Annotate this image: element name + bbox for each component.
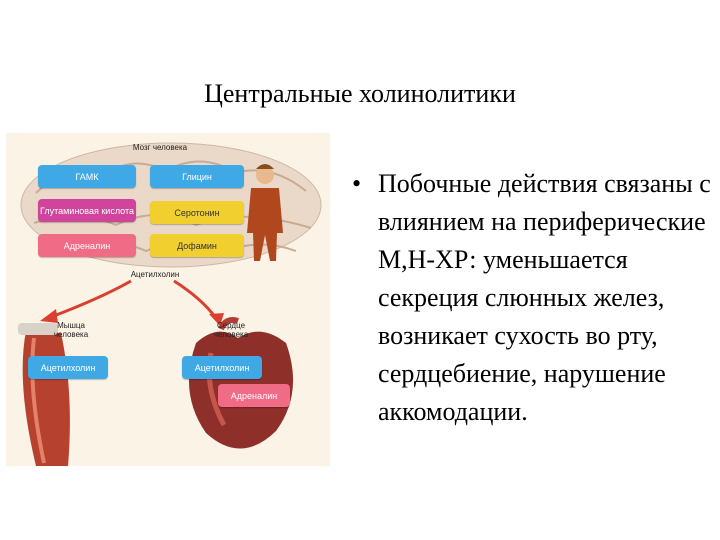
bullet-list: • Побочные действия связаны с влиянием н…: [346, 165, 711, 431]
label-acetylcholine-center: Ацетилхолин: [130, 270, 180, 279]
muscle-title: Мышца человека: [53, 321, 89, 339]
arrows: [40, 279, 224, 326]
muscle-illustration: [18, 323, 70, 466]
label-glycine: Глицин: [150, 165, 244, 188]
neurotransmitter-diagram: Мозг человека ГАМК Глицин Глутаминовая к…: [6, 133, 330, 466]
bullet-text: Побочные действия связаны с влиянием на …: [378, 169, 711, 426]
label-acetylcholine-heart: Ацетилхолин: [182, 356, 262, 379]
label-gaba: ГАМК: [38, 165, 136, 188]
label-dopamine: Дофамин: [150, 234, 244, 257]
label-adrenaline-heart: Адреналин: [218, 384, 290, 407]
brain-title: Мозг человека: [132, 143, 188, 152]
label-adrenaline: Адреналин: [38, 234, 136, 257]
label-serotonin: Серотонин: [150, 201, 244, 224]
label-glutamate: Глутаминовая кислота: [38, 199, 136, 222]
label-acetylcholine-muscle: Ацетилхолин: [28, 356, 108, 379]
slide-title: Центральные холинолитики: [204, 79, 516, 108]
bullet-item: • Побочные действия связаны с влиянием н…: [346, 165, 711, 431]
heart-title: Сердце человека: [213, 321, 249, 339]
man-figure: [247, 164, 283, 261]
bullet-marker: •: [352, 169, 362, 198]
